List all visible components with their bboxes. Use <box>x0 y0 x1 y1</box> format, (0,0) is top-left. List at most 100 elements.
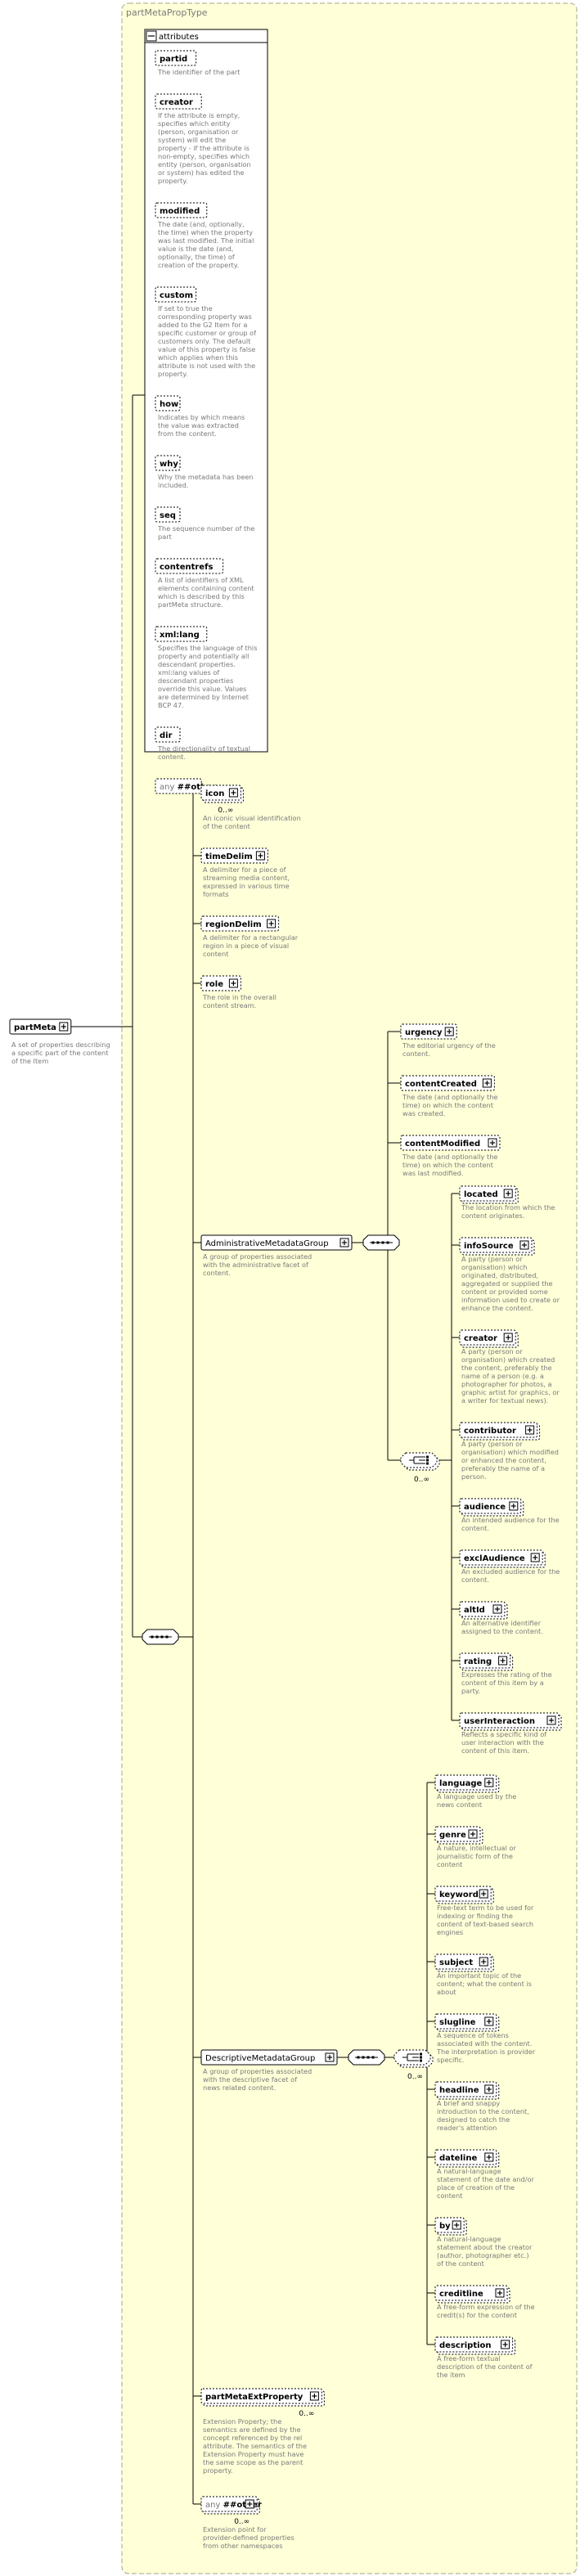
attribute-xml-lang[interactable]: xml:lang <box>155 626 208 642</box>
element-keyword-expand-icon[interactable] <box>479 1889 488 1899</box>
element-userInteraction[interactable]: userInteraction <box>459 1712 562 1731</box>
attribute-description: partMeta structure. <box>158 600 223 609</box>
element-partmetaextproperty-expand-icon[interactable] <box>309 2391 319 2401</box>
element-contentModified-expand-icon[interactable] <box>488 1138 497 1148</box>
attribute-description: value of this property is false <box>158 345 255 353</box>
root-element-partmeta[interactable]: partMeta <box>9 1018 72 1035</box>
attribute-seq[interactable]: seq <box>155 506 181 523</box>
attribute-any-other[interactable]: any ##other <box>155 778 216 794</box>
element-keyword[interactable]: keyword <box>434 1886 494 1904</box>
attribute-description: which is described by this <box>158 592 245 600</box>
element-located[interactable]: located <box>459 1185 519 1204</box>
element-altId[interactable]: altId <box>459 1601 508 1620</box>
element-slugline[interactable]: slugline <box>434 2013 500 2032</box>
element-headline[interactable]: headline <box>434 2081 500 2100</box>
element-creator[interactable]: creator <box>459 1329 519 1348</box>
attribute-custom[interactable]: custom <box>155 286 197 303</box>
element-urgency[interactable]: urgency <box>400 1023 457 1040</box>
element-creator-expand-icon[interactable] <box>503 1333 513 1342</box>
element-contributor-expand-icon[interactable] <box>525 1425 535 1435</box>
element-description: formats <box>203 890 229 898</box>
element-description: content or provided some <box>461 1288 548 1296</box>
element-creditline-expand-icon[interactable] <box>495 2288 505 2298</box>
element-by-expand-icon[interactable] <box>452 2220 461 2230</box>
element-description: A delimiter for a piece of <box>203 865 287 874</box>
element-description: person. <box>461 1472 487 1481</box>
element-contentCreated-expand-icon[interactable] <box>482 1078 492 1088</box>
root-element-partmeta-expand-icon[interactable] <box>59 1022 69 1032</box>
attribute-modified-label: modified <box>160 207 200 216</box>
element-dateline-expand-icon[interactable] <box>484 2152 494 2162</box>
element-partmetaextproperty[interactable]: partMetaExtProperty <box>200 2388 325 2407</box>
element-description: A party (person or <box>461 1255 523 1263</box>
element-creditline-label: creditline <box>439 2290 483 2299</box>
element-genre-label: genre <box>439 1831 466 1840</box>
element-exclAudience-expand-icon[interactable] <box>530 1553 540 1562</box>
element-infoSource-expand-icon[interactable] <box>519 1240 529 1250</box>
element-icon[interactable]: icon <box>200 784 244 803</box>
element-slugline-expand-icon[interactable] <box>484 2016 494 2026</box>
element-contributor-label: contributor <box>464 1427 516 1436</box>
attribute-partid[interactable]: partid <box>155 50 197 66</box>
element-language[interactable]: language <box>434 1774 500 1793</box>
element-genre[interactable]: genre <box>434 1826 483 1845</box>
element-timeDelim-expand-icon[interactable] <box>255 851 265 861</box>
element-audience-expand-icon[interactable] <box>509 1501 519 1511</box>
attribute-description: value is the date (and, <box>158 245 233 253</box>
element-altId-expand-icon[interactable] <box>492 1604 502 1614</box>
element-creator-label: creator <box>464 1334 497 1343</box>
element-description: statement about the creator <box>437 2243 533 2251</box>
element-creditline[interactable]: creditline <box>434 2285 510 2304</box>
element-userInteraction-expand-icon[interactable] <box>546 1715 556 1725</box>
attribute-description: Indicates by which means <box>158 413 245 421</box>
element-any-other[interactable]: any ##other <box>200 2496 262 2515</box>
attribute-why[interactable]: why <box>155 455 181 471</box>
element-description: reader's attention <box>437 2124 497 2132</box>
element-regionDelim-expand-icon[interactable] <box>267 919 277 928</box>
element-subject-expand-icon[interactable] <box>479 1957 488 1967</box>
element-exclAudience[interactable]: exclAudience <box>459 1549 546 1568</box>
group-descriptive-metadata-expand-icon[interactable] <box>325 2052 335 2062</box>
group-administrative-metadata-expand-icon[interactable] <box>339 1238 349 1248</box>
element-genre-expand-icon[interactable] <box>468 1829 478 1839</box>
element-language-label: language <box>439 1779 482 1788</box>
element-icon-expand-icon[interactable] <box>228 788 238 798</box>
element-description[interactable]: description <box>434 2336 516 2355</box>
element-description: party. <box>461 1687 480 1695</box>
element-subject[interactable]: subject <box>434 1953 494 1972</box>
element-urgency-expand-icon[interactable] <box>444 1027 454 1036</box>
element-rating-expand-icon[interactable] <box>498 1656 508 1666</box>
element-description-expand-icon[interactable] <box>501 2340 510 2349</box>
element-rating[interactable]: rating <box>459 1652 514 1671</box>
attribute-contentrefs[interactable]: contentrefs <box>155 558 224 574</box>
group-descriptive-metadata[interactable]: DescriptiveMetadataGroup <box>200 2049 338 2066</box>
element-contentModified[interactable]: contentModified <box>400 1135 501 1151</box>
element-description: introduction to the content, <box>437 2107 529 2115</box>
element-description: content <box>437 2192 463 2200</box>
attribute-modified[interactable]: modified <box>155 202 208 218</box>
attribute-dir[interactable]: dir <box>155 726 181 743</box>
element-infoSource[interactable]: infoSource <box>459 1237 535 1256</box>
element-contributor[interactable]: contributor <box>459 1422 541 1441</box>
element-role[interactable]: role <box>200 975 241 991</box>
element-dateline[interactable]: dateline <box>434 2149 500 2168</box>
group-description: with the descriptive facet of <box>203 2075 298 2084</box>
element-headline-expand-icon[interactable] <box>484 2084 494 2094</box>
element-audience[interactable]: audience <box>459 1498 524 1517</box>
element-role-expand-icon[interactable] <box>228 978 238 988</box>
element-timeDelim[interactable]: timeDelim <box>200 847 268 864</box>
element-regionDelim[interactable]: regionDelim <box>200 915 280 932</box>
element-language-expand-icon[interactable] <box>484 1778 494 1787</box>
attribute-creator[interactable]: creator <box>155 93 202 110</box>
element-by[interactable]: by <box>434 2217 467 2236</box>
element-description-label: description <box>439 2341 492 2350</box>
element-any-other-expand-icon[interactable] <box>245 2499 254 2509</box>
group-description: content. <box>203 1269 231 1277</box>
element-located-expand-icon[interactable] <box>503 1189 513 1198</box>
element-contentCreated[interactable]: contentCreated <box>400 1075 495 1091</box>
element-description: description of the content of <box>437 2362 533 2371</box>
attribute-how[interactable]: how <box>155 395 181 411</box>
attribute-description: corresponding property was <box>158 312 252 321</box>
group-administrative-metadata[interactable]: AdministrativeMetadataGroup <box>200 1234 353 1251</box>
